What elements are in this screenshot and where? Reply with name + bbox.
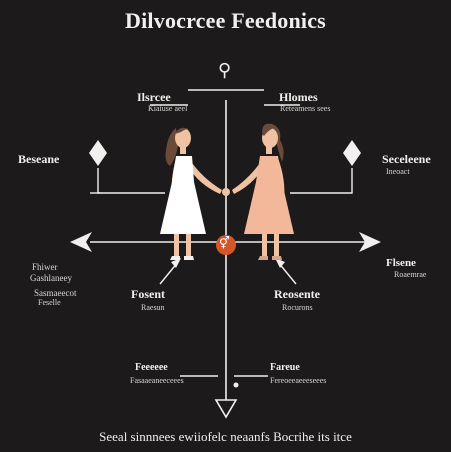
label-far-right: Seceleene <box>382 152 431 166</box>
right-branch-line <box>290 168 353 194</box>
label-right-mid-sub: Roaemrae <box>394 270 427 279</box>
woman-left-figure <box>160 127 222 260</box>
label-center-right: Reosente <box>274 287 320 301</box>
right-arrow-icon <box>359 232 381 252</box>
woman-right-figure <box>232 123 294 260</box>
label-upper-right-sub: Reteamens sees <box>280 104 331 113</box>
left-diamond-icon <box>89 140 107 166</box>
label-far-left: Beseane <box>18 152 60 166</box>
footer-caption: Seeal sinnnees ewiiofelc neaanfs Bocrihe… <box>99 429 352 444</box>
label-bottom-right-sub: Fereoeeaeeeseees <box>270 376 327 385</box>
label-far-right-sub: Ineoact <box>386 167 410 176</box>
label-left-stack-3: Sasmaeecot <box>34 288 77 298</box>
center-badge-icon <box>216 235 236 255</box>
label-bottom-left-sub: Fasaaeaneeceees <box>130 376 184 385</box>
bottom-arrow-icon <box>214 399 238 419</box>
center-symbol-icon: ⚥ <box>219 236 230 250</box>
left-branch-line <box>97 168 165 194</box>
label-left-stack-4: Feselle <box>38 298 61 307</box>
label-left-stack-1: Fhiwer <box>32 262 58 272</box>
diagram-title: Dilvocrcee Feedonics <box>125 8 326 33</box>
top-symbol-icon: ⚲ <box>218 60 232 80</box>
joined-hands <box>222 188 230 196</box>
left-arrow-icon <box>70 232 92 252</box>
label-upper-left: Ilsrcee <box>137 90 171 104</box>
label-center-left-sub: Raesun <box>141 303 165 312</box>
label-bottom-left: Feeeeee <box>135 362 168 373</box>
label-center-right-sub: Rocurons <box>282 303 313 312</box>
right-diamond-icon <box>343 140 361 166</box>
label-center-left: Fosent <box>131 287 165 301</box>
label-left-stack-2: Gashlaneey <box>30 273 72 283</box>
label-bottom-right: Fareue <box>270 362 300 373</box>
bottom-dot <box>233 382 239 388</box>
label-right-mid: Flsene <box>386 257 416 269</box>
label-upper-left-sub: Kiaiuse aeel <box>148 104 188 113</box>
label-upper-right: Hlomes <box>279 90 318 104</box>
